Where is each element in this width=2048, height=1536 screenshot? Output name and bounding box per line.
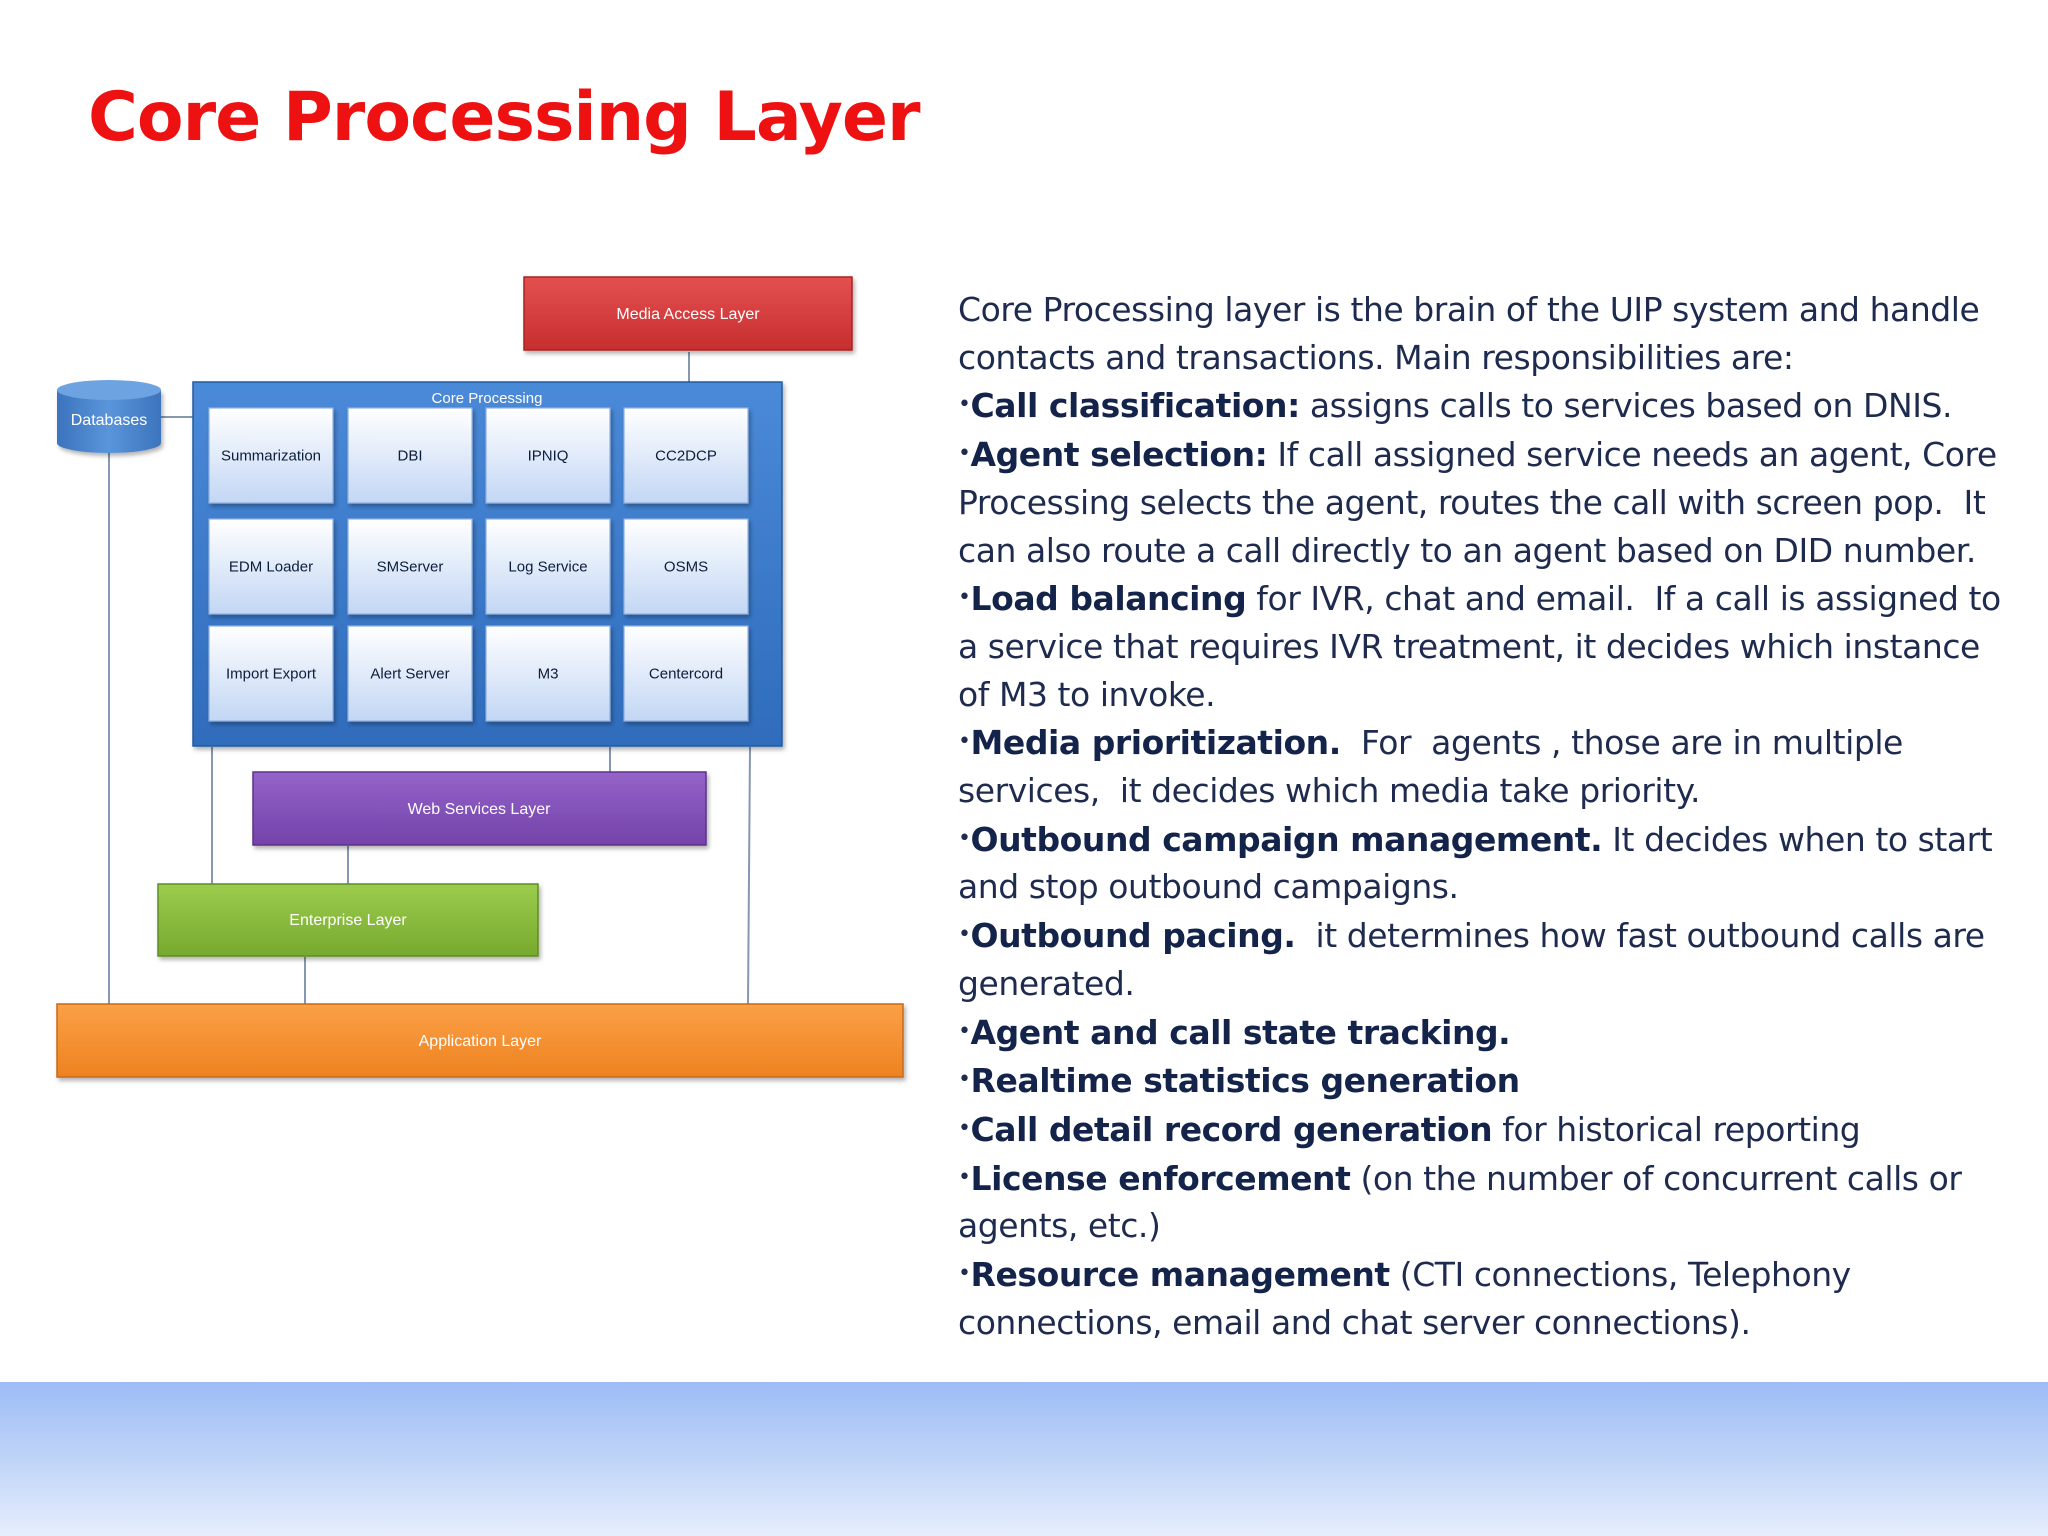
bullet-glyph: •	[958, 1018, 971, 1044]
databases-cylinder: Databases	[57, 380, 161, 453]
responsibility-item: •Call detail record generation for histo…	[958, 1105, 2018, 1154]
module-dbi: DBI	[347, 407, 473, 504]
module-label: CC2DCP	[655, 448, 717, 465]
module-m3: M3	[485, 625, 611, 722]
bullet-glyph: •	[958, 585, 971, 611]
responsibility-list: •Call classification: assigns calls to s…	[958, 381, 2018, 1346]
responsibility-detail: (CTI connections, Telephony connections,…	[958, 1255, 1861, 1342]
bullet-glyph: •	[958, 441, 971, 467]
module-label: OSMS	[664, 559, 708, 576]
application-layer: Application Layer	[56, 1003, 904, 1078]
media-access-layer: Media Access Layer	[523, 276, 853, 351]
module-label: SMServer	[377, 559, 444, 576]
responsibility-item: •Resource management (CTI connections, T…	[958, 1250, 2018, 1346]
module-label: M3	[538, 666, 559, 683]
responsibility-heading: Call detail record generation	[970, 1109, 1493, 1149]
module-alert-server: Alert Server	[347, 625, 473, 722]
module-smserver: SMServer	[347, 518, 473, 615]
intro-paragraph: Core Processing layer is the brain of th…	[958, 290, 1980, 377]
bullet-glyph: •	[958, 729, 971, 755]
responsibility-detail: (on the number of concurrent calls or ag…	[958, 1158, 1972, 1246]
responsibility-heading: Media prioritization.	[970, 723, 1342, 763]
responsibility-detail: If call assigned service needs an agent,…	[958, 435, 2007, 570]
enterprise-layer: Enterprise Layer	[157, 883, 539, 957]
module-centercord: Centercord	[623, 625, 749, 722]
responsibility-heading: Load balancing	[970, 579, 1247, 619]
module-summarization: Summarization	[208, 407, 334, 504]
module-import-export: Import Export	[208, 625, 334, 722]
bullet-glyph: •	[958, 1067, 971, 1093]
bullet-glyph: •	[958, 1115, 971, 1141]
svg-text:Application Layer: Application Layer	[419, 1033, 542, 1050]
responsibility-heading: Outbound campaign management.	[970, 819, 1603, 859]
module-log-service: Log Service	[485, 518, 611, 615]
module-label: IPNIQ	[528, 448, 569, 465]
responsibility-item: •License enforcement (on the number of c…	[958, 1154, 2018, 1250]
bullet-glyph: •	[958, 825, 971, 851]
responsibility-detail: For agents , those are in multiple servi…	[958, 723, 1913, 811]
bullet-glyph: •	[958, 922, 971, 948]
responsibility-item: •Call classification: assigns calls to s…	[958, 381, 2018, 430]
responsibility-detail: for historical reporting	[1492, 1109, 1861, 1149]
module-label: DBI	[397, 448, 422, 465]
web-services-layer: Web Services Layer	[252, 771, 707, 846]
responsibility-item: •Load balancing for IVR, chat and email.…	[958, 574, 2018, 718]
module-label: Log Service	[508, 559, 587, 576]
responsibility-heading: Agent and call state tracking.	[970, 1012, 1511, 1052]
responsibility-heading: Call classification:	[970, 386, 1301, 426]
footer-gradient-band	[0, 1382, 2048, 1536]
responsibility-detail: it determines how fast outbound calls ar…	[958, 916, 1995, 1003]
responsibility-item: •Outbound pacing. it determines how fast…	[958, 911, 2018, 1007]
module-edm-loader: EDM Loader	[208, 518, 334, 615]
responsibility-heading: Resource management	[970, 1255, 1391, 1295]
module-label: Centercord	[649, 666, 723, 683]
slide-title: Core Processing Layer	[88, 78, 921, 157]
module-label: EDM Loader	[229, 559, 313, 576]
svg-text:Media Access Layer: Media Access Layer	[616, 306, 760, 323]
module-label: Import Export	[226, 666, 317, 683]
bullet-glyph: •	[958, 1261, 971, 1287]
module-label: Alert Server	[370, 666, 449, 683]
bullet-glyph: •	[958, 392, 971, 418]
responsibility-heading: Agent selection:	[970, 435, 1268, 475]
responsibility-detail: It decides when to start and stop outbou…	[958, 819, 2003, 907]
core-module-grid: Summarization DBI IPNIQ CC2DCP EDM Loader SMS…	[208, 407, 749, 722]
responsibility-heading: Realtime statistics generation	[970, 1061, 1521, 1101]
svg-text:Core Processing: Core Processing	[432, 390, 543, 407]
description-text: Core Processing layer is the brain of th…	[958, 286, 2018, 1346]
svg-text:Databases: Databases	[71, 412, 148, 429]
module-label: Summarization	[221, 448, 321, 465]
module-ipniq: IPNIQ	[485, 407, 611, 504]
responsibility-item: •Media prioritization. For agents , thos…	[958, 718, 2018, 814]
responsibility-item: •Realtime statistics generation	[958, 1056, 2018, 1105]
module-cc2dcp: CC2DCP	[623, 407, 749, 504]
responsibility-detail: assigns calls to services based on DNIS.	[1299, 386, 1953, 426]
responsibility-item: •Outbound campaign management. It decide…	[958, 815, 2018, 911]
svg-text:Enterprise Layer: Enterprise Layer	[289, 912, 407, 929]
connector-lines	[108, 352, 751, 1005]
svg-text:Web Services Layer: Web Services Layer	[408, 801, 552, 818]
responsibility-heading: Outbound pacing.	[970, 916, 1296, 956]
module-osms: OSMS	[623, 518, 749, 615]
responsibility-item: •Agent selection: If call assigned servi…	[958, 430, 2018, 574]
bullet-glyph: •	[958, 1164, 971, 1190]
responsibility-item: •Agent and call state tracking.	[958, 1008, 2018, 1057]
responsibility-heading: License enforcement	[970, 1158, 1351, 1198]
responsibility-detail: for IVR, chat and email. If a call is as…	[958, 579, 2011, 714]
